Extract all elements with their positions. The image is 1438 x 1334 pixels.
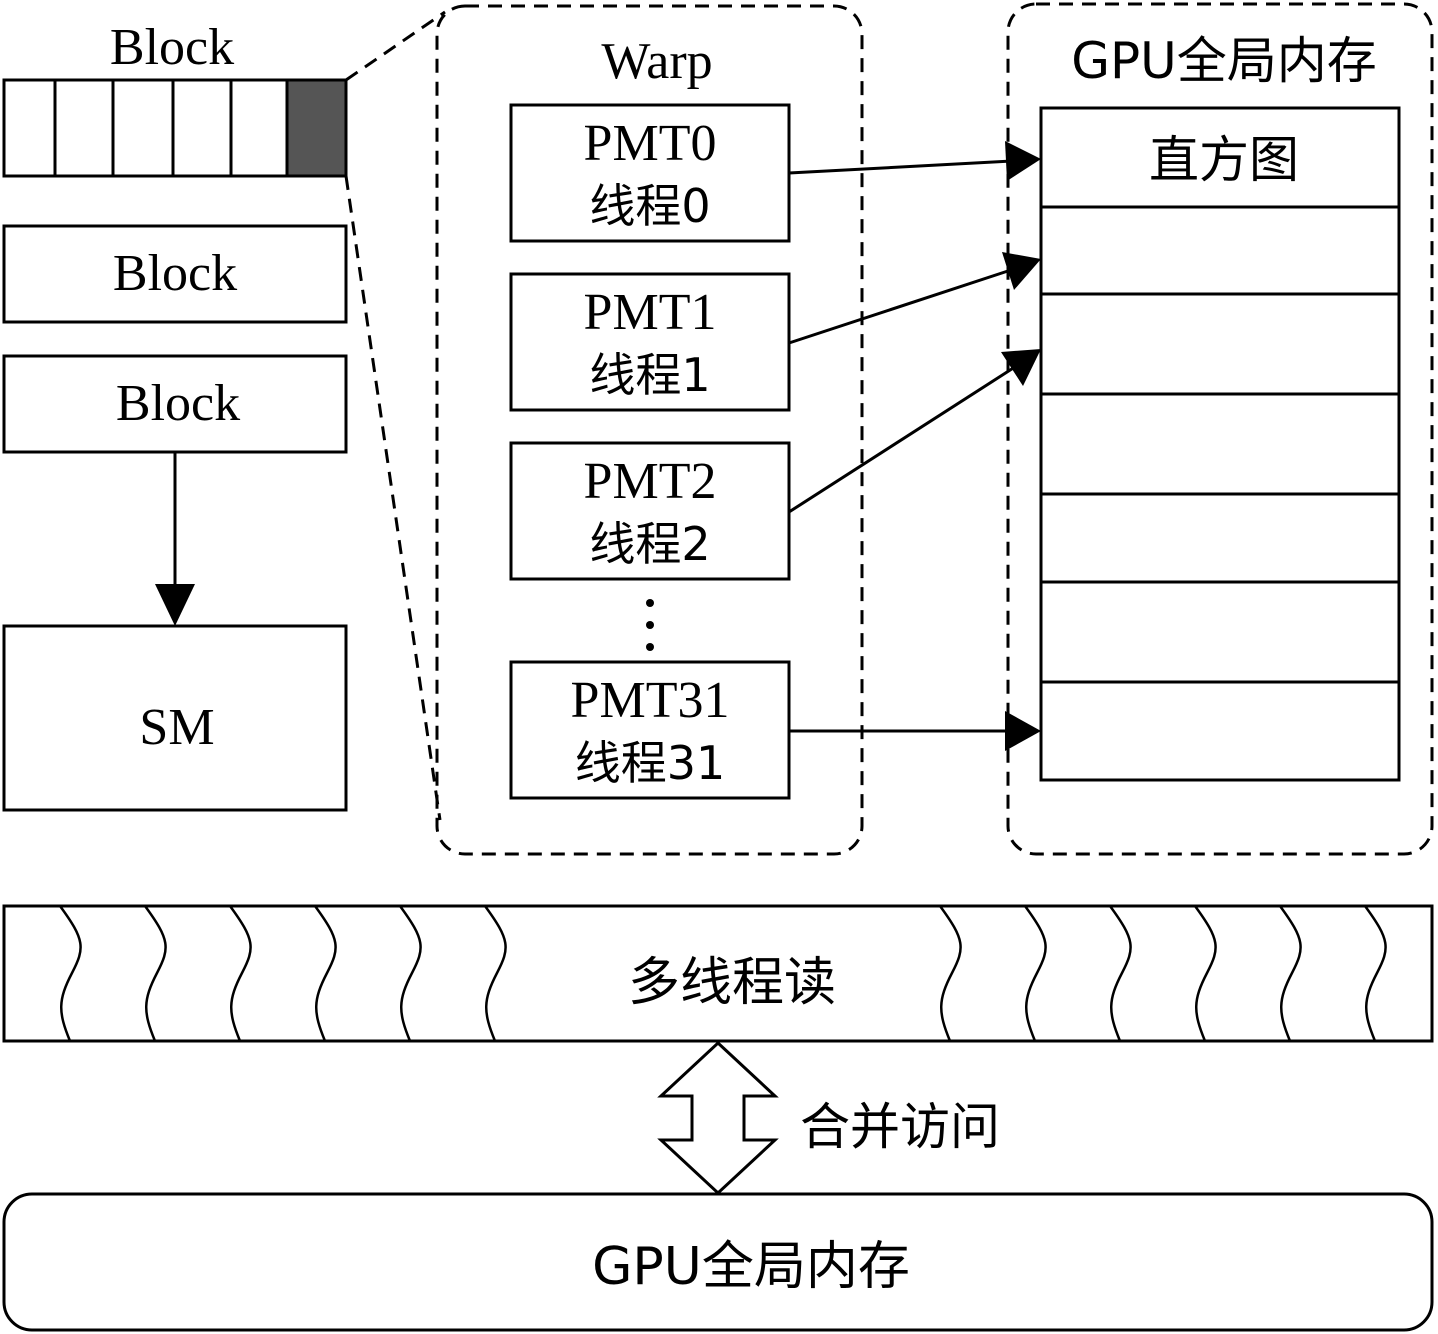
thread-wave <box>58 905 82 1042</box>
zoom-connector-top <box>345 10 446 82</box>
thread-wave <box>1278 905 1302 1042</box>
ellipsis-dot <box>646 621 654 629</box>
arrow-thread0-line <box>788 159 1013 175</box>
block-box-frame <box>2 354 348 454</box>
sm-box-frame <box>2 624 348 812</box>
histogram-label: 直方图 <box>1149 131 1299 189</box>
thread-box-31: PMT31 线程31 <box>509 660 791 800</box>
arrow-thread2-line <box>788 363 1019 514</box>
pmt-label: PMT0 <box>584 115 717 172</box>
pmt-label: PMT1 <box>584 284 717 341</box>
pmt-label: PMT31 <box>571 672 730 729</box>
ellipsis-dot <box>646 643 654 651</box>
top-block-label: Block <box>110 19 234 76</box>
thread-box-frame <box>509 441 791 581</box>
thread-box-frame <box>509 103 791 243</box>
thread-wave <box>938 905 962 1042</box>
thread-wave <box>1363 905 1387 1042</box>
zoom-connector-bottom <box>344 175 442 821</box>
histogram-table: 直方图 <box>1039 106 1401 782</box>
thread-wave <box>1193 905 1217 1042</box>
thread-label: 线程0 <box>589 179 710 233</box>
thread-label: 线程2 <box>589 517 710 571</box>
gpu-memory-bar-label: GPU全局内存 <box>592 1237 910 1297</box>
thread-wave <box>483 905 507 1042</box>
thread-label: 线程31 <box>575 736 726 790</box>
thread-wave <box>398 905 422 1042</box>
warp-panel: Warp PMT0 线程0 PMT1 线程1 PMT2 线程2 PMT31 线程… <box>435 4 864 856</box>
thread-wave <box>143 905 167 1042</box>
gpu-memory-bar-frame <box>2 1192 1434 1332</box>
thread-wave <box>1023 905 1047 1042</box>
thread-arrows <box>788 141 1041 751</box>
block-to-sm-arrowhead <box>155 584 195 626</box>
thread-box-frame <box>509 272 791 412</box>
arrow-thread0-head <box>1005 141 1041 181</box>
sm-label: SM <box>139 699 214 756</box>
gpu-memory-bar: GPU全局内存 <box>2 1192 1434 1332</box>
selected-warp-cell <box>285 78 348 178</box>
thread-box-1: PMT1 线程1 <box>509 272 791 412</box>
coalesced-access-double-arrow <box>657 1040 779 1196</box>
gpu-memory-panel: GPU全局内存 直方图 <box>1006 2 1434 856</box>
block-label: Block <box>116 375 240 432</box>
thread-wave <box>228 905 252 1042</box>
gpu-memory-panel-frame <box>1006 2 1434 856</box>
warp-title: Warp <box>601 33 712 90</box>
arrow-thread1-head <box>1002 252 1041 290</box>
multithread-read-label: 多线程读 <box>628 953 836 1013</box>
block-box-frame <box>2 224 348 324</box>
arrow-thread1-line <box>788 267 1015 345</box>
ellipsis-dots <box>646 599 654 651</box>
thread-strip <box>2 78 348 178</box>
thread-label: 线程1 <box>589 348 710 402</box>
block-box-1: Block <box>2 224 348 324</box>
coalesced-access-label: 合并访问 <box>800 1098 1000 1156</box>
gpu-memory-panel-title: GPU全局内存 <box>1071 32 1377 90</box>
thread-wave <box>1108 905 1132 1042</box>
ellipsis-dot <box>646 599 654 607</box>
warp-panel-frame <box>435 4 864 856</box>
multithread-read-bar: 多线程读 <box>2 904 1434 1043</box>
thread-wave <box>313 905 337 1042</box>
block-label: Block <box>113 245 237 302</box>
thread-box-frame <box>509 660 791 800</box>
thread-wave-lines <box>58 905 1387 1042</box>
arrow-thread2-head <box>1001 349 1041 386</box>
pmt-label: PMT2 <box>584 453 717 510</box>
thread-box-0: PMT0 线程0 <box>509 103 791 243</box>
arrow-thread31-head <box>1005 711 1041 751</box>
histogram-frame <box>1039 106 1401 782</box>
thread-box-2: PMT2 线程2 <box>509 441 791 581</box>
sm-box: SM <box>2 624 348 812</box>
block-box-2: Block <box>2 354 348 454</box>
